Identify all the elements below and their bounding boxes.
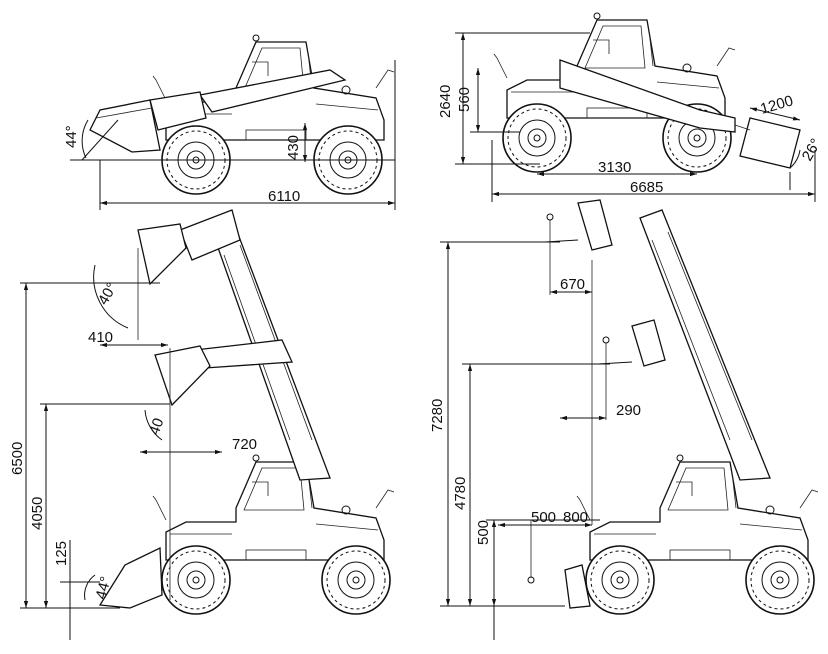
dim-overall-length-platform: 6685 bbox=[630, 179, 663, 196]
dim-max-height: 6500 bbox=[9, 442, 26, 475]
lift-chart-bucket: 6500 4050 125 410 720 40° 40 44° bbox=[9, 209, 395, 640]
dim-tilt-mid: 40 bbox=[146, 416, 168, 437]
dim-tilt-top: 40° bbox=[95, 280, 121, 308]
dim-height-560: 560 bbox=[456, 87, 473, 112]
dim-ground-500: 500 bbox=[475, 520, 492, 545]
dim-reach-290: 290 bbox=[616, 402, 641, 419]
dim-tilt-ground: 44° bbox=[92, 575, 114, 601]
dim-bucket-angle: 44° bbox=[63, 125, 80, 148]
dim-reach-720: 720 bbox=[232, 436, 257, 453]
dim-wheelbase: 3130 bbox=[598, 159, 631, 176]
side-view-platform: 2640 560 3130 6685 1200 26° bbox=[437, 12, 825, 202]
dim-max-height-forks: 7280 bbox=[429, 399, 446, 432]
dim-height-2640: 2640 bbox=[437, 85, 454, 118]
dim-platform-angle: 26° bbox=[799, 136, 825, 164]
dim-height-430: 430 bbox=[285, 135, 302, 160]
dim-reach-500: 500 bbox=[531, 509, 556, 526]
dim-mid-height: 4050 bbox=[29, 497, 46, 530]
dim-ground-125: 125 bbox=[53, 541, 70, 566]
lift-chart-forks: 7280 4780 500 670 290 500 800 bbox=[429, 199, 819, 640]
dim-mid-height-forks: 4780 bbox=[452, 477, 469, 510]
dim-overall-length: 6110 bbox=[268, 188, 300, 205]
side-view-bucket: 6110 430 44° bbox=[63, 34, 396, 210]
dim-reach-410: 410 bbox=[88, 329, 113, 346]
dim-reach-670: 670 bbox=[560, 276, 585, 293]
dim-reach-800: 800 bbox=[563, 509, 588, 526]
